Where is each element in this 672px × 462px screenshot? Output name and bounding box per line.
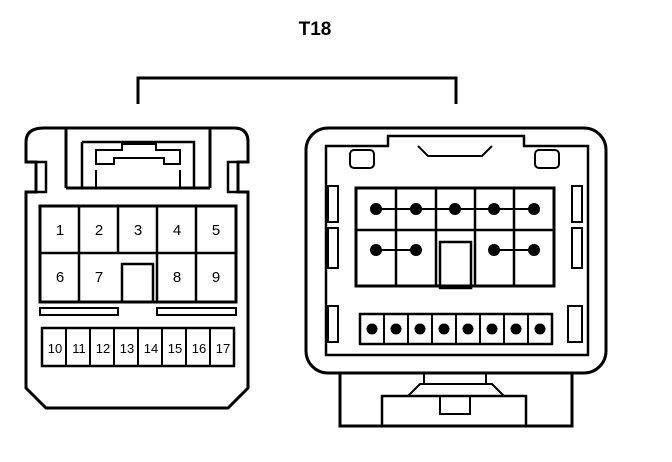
top-lock — [417, 145, 493, 157]
lower-terminal-grid — [383, 314, 529, 344]
bottom-row-grid — [65, 328, 211, 366]
terminal-dot — [528, 244, 540, 256]
left-top-row-labels: 1 2 3 4 5 — [56, 222, 220, 239]
ear-left — [349, 149, 375, 169]
terminal-dot — [410, 203, 422, 215]
terminal-dot — [462, 323, 474, 335]
side-rib-left-3 — [327, 305, 339, 343]
terminal-dot — [528, 203, 540, 215]
pin-label: 3 — [134, 222, 142, 239]
pin-label: 15 — [168, 341, 182, 356]
diagram-title: T18 — [299, 19, 332, 40]
terminal-dot — [366, 323, 378, 335]
right-connector-body — [304, 126, 608, 375]
pin-label: 17 — [216, 341, 230, 356]
terminal-dot — [488, 244, 500, 256]
latch-tab — [80, 140, 196, 188]
terminal-grid — [356, 188, 554, 286]
pin-label: 13 — [120, 341, 134, 356]
left-connector-body — [24, 126, 250, 410]
pin-label: 2 — [95, 222, 103, 239]
pin-label: 11 — [72, 341, 86, 356]
bottom-latch-button — [439, 395, 471, 415]
right-inner-frame — [324, 134, 590, 357]
terminal-links — [366, 203, 546, 335]
right-connector — [304, 126, 608, 428]
pin-label: 8 — [173, 269, 181, 286]
pin-label: 9 — [212, 269, 220, 286]
bottom-latch-inner — [380, 394, 528, 426]
side-rib-right-2 — [571, 227, 583, 269]
terminal-dot — [534, 323, 546, 335]
bottom-latch-tab — [407, 373, 505, 397]
pin-label: 16 — [192, 341, 206, 356]
left-bottom-row-labels: 10 11 12 13 14 15 16 17 — [48, 341, 230, 356]
key-cavity — [120, 262, 155, 304]
left-connector — [24, 126, 250, 410]
separator-bar-right — [156, 307, 237, 316]
cavity-grid — [40, 206, 236, 302]
pin-label: 6 — [56, 269, 64, 286]
left-notch — [36, 160, 48, 194]
ear-right — [534, 149, 560, 169]
pairing-bracket — [136, 76, 458, 104]
side-rib-right-3 — [567, 305, 583, 343]
terminal-dot — [510, 323, 522, 335]
pin-label: 10 — [48, 341, 62, 356]
bottom-latch — [338, 373, 574, 428]
pin-label: 14 — [144, 341, 158, 356]
pin-label: 7 — [95, 269, 103, 286]
terminal-dot — [486, 323, 498, 335]
pin-label: 12 — [96, 341, 110, 356]
right-notch — [226, 160, 238, 194]
terminal-dot — [414, 323, 426, 335]
left-middle-row-labels: 6 7 8 9 — [56, 269, 220, 286]
latch-housing — [64, 128, 212, 190]
terminal-dot — [370, 203, 382, 215]
latch-lock — [95, 143, 181, 165]
side-rib-left-2 — [327, 227, 339, 269]
terminal-dot — [410, 244, 422, 256]
terminal-dot — [390, 323, 402, 335]
side-rib-left-1 — [327, 185, 339, 223]
pin-label: 5 — [212, 222, 220, 239]
terminal-dot — [449, 203, 461, 215]
terminal-dot — [438, 323, 450, 335]
side-rib-right-1 — [571, 185, 583, 223]
terminal-dot — [488, 203, 500, 215]
separator-bar-left — [39, 307, 119, 316]
key-post — [438, 240, 473, 290]
terminal-dot — [370, 244, 382, 256]
pin-label: 4 — [173, 222, 181, 239]
terminal-block — [354, 186, 556, 288]
pin-label: 1 — [56, 222, 64, 239]
